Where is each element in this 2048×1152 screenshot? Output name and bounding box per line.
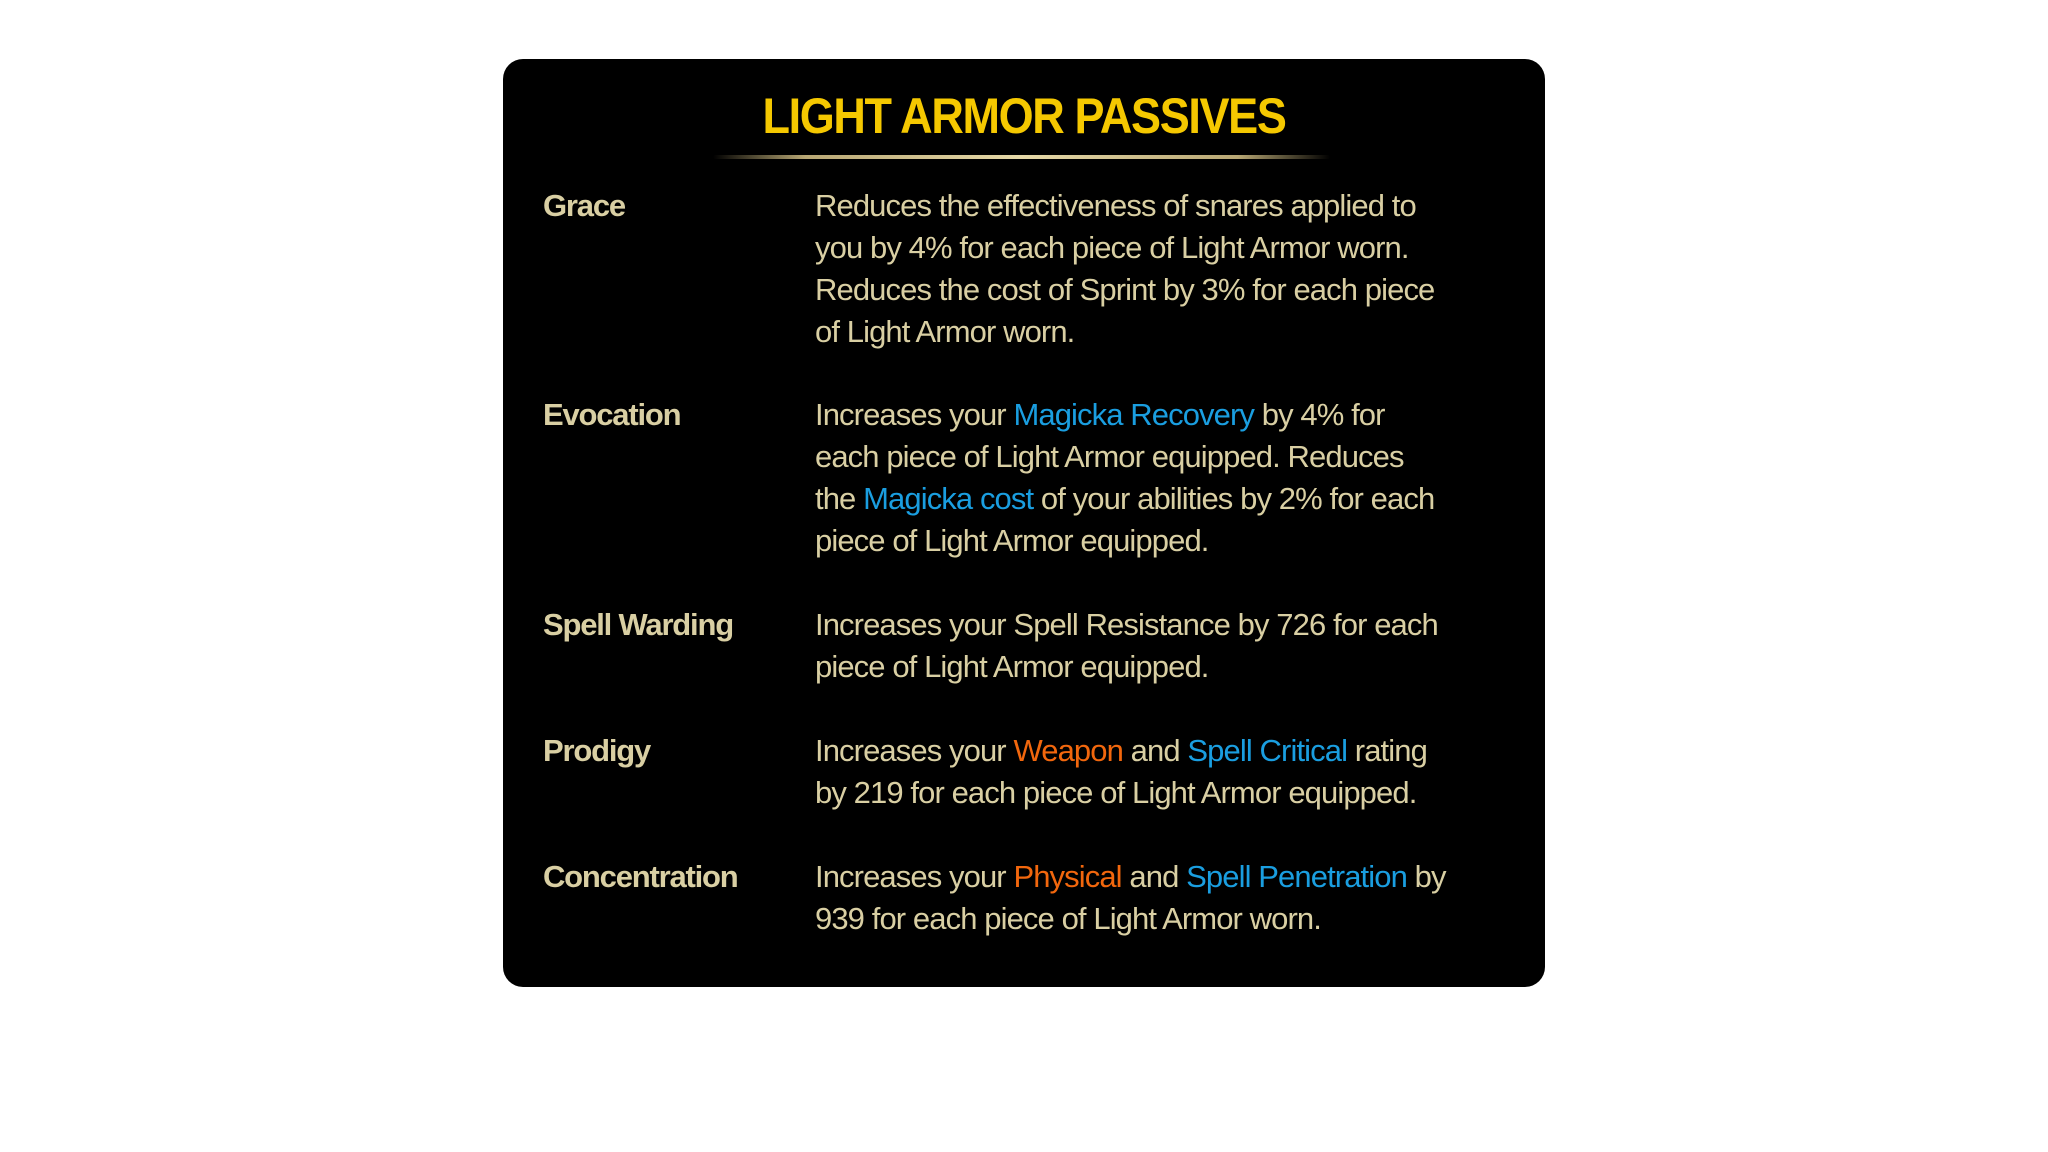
stat-highlight: Magicka Recovery [1013, 397, 1255, 432]
description-text: Reduces the effectiveness of snares appl… [815, 188, 1417, 223]
panel-title: LIGHT ARMOR PASSIVES [762, 88, 1286, 144]
description-text: by 4% for [1254, 397, 1386, 432]
description-line: Increases your Physical and Spell Penetr… [815, 856, 1535, 898]
passive-description: Increases your Weapon and Spell Critical… [815, 730, 1535, 814]
description-text: Increases your [815, 397, 1014, 432]
description-line: each piece of Light Armor equipped. Redu… [815, 436, 1535, 478]
stat-highlight: Physical [1013, 859, 1122, 894]
passive-name: Prodigy [543, 733, 651, 768]
stat-highlight: Spell Critical [1187, 733, 1348, 768]
description-line: 939 for each piece of Light Armor worn. [815, 898, 1535, 940]
description-text: Increases your Spell Resistance by 726 f… [815, 607, 1439, 642]
description-line: by 219 for each piece of Light Armor equ… [815, 772, 1535, 814]
description-line: the Magicka cost of your abilities by 2%… [815, 478, 1535, 520]
description-text: each piece of Light Armor equipped. Redu… [815, 439, 1405, 474]
description-line: of Light Armor worn. [815, 311, 1535, 353]
description-line: you by 4% for each piece of Light Armor … [815, 227, 1535, 269]
passive-description: Increases your Spell Resistance by 726 f… [815, 604, 1535, 688]
title-divider [713, 155, 1330, 159]
passive-description: Increases your Magicka Recovery by 4% fo… [815, 394, 1535, 562]
description-line: Reduces the cost of Sprint by 3% for eac… [815, 269, 1535, 311]
description-text: Increases your [815, 733, 1014, 768]
light-armor-passives-panel: LIGHT ARMOR PASSIVES Grace Reduces the e… [503, 59, 1545, 987]
passive-description: Increases your Physical and Spell Penetr… [815, 856, 1535, 940]
passive-name: Concentration [543, 859, 739, 894]
description-text: of your abilities by 2% for each [1033, 481, 1435, 516]
description-text: you by 4% for each piece of Light Armor … [815, 230, 1410, 265]
passive-name: Grace [543, 188, 626, 223]
description-text: of Light Armor worn. [815, 314, 1075, 349]
description-line: Reduces the effectiveness of snares appl… [815, 185, 1535, 227]
passive-name: Evocation [543, 397, 682, 432]
description-text: the [815, 481, 864, 516]
description-text: by 219 for each piece of Light Armor equ… [815, 775, 1417, 810]
stat-highlight: Weapon [1013, 733, 1123, 768]
description-text: and [1122, 733, 1188, 768]
description-line: Increases your Magicka Recovery by 4% fo… [815, 394, 1535, 436]
description-text: rating [1347, 733, 1428, 768]
passive-description: Reduces the effectiveness of snares appl… [815, 185, 1535, 353]
stat-highlight: Magicka cost [863, 481, 1034, 516]
description-line: piece of Light Armor equipped. [815, 646, 1535, 688]
passive-name: Spell Warding [543, 607, 734, 642]
stat-highlight: Spell Penetration [1186, 859, 1408, 894]
description-text: 939 for each piece of Light Armor worn. [815, 901, 1322, 936]
description-text: piece of Light Armor equipped. [815, 649, 1209, 684]
description-text: Reduces the cost of Sprint by 3% for eac… [815, 272, 1435, 307]
description-text: Increases your [815, 859, 1014, 894]
description-text: piece of Light Armor equipped. [815, 523, 1209, 558]
description-text: and [1121, 859, 1187, 894]
description-text: by [1406, 859, 1447, 894]
description-line: Increases your Spell Resistance by 726 f… [815, 604, 1535, 646]
description-line: Increases your Weapon and Spell Critical… [815, 730, 1535, 772]
description-line: piece of Light Armor equipped. [815, 520, 1535, 562]
